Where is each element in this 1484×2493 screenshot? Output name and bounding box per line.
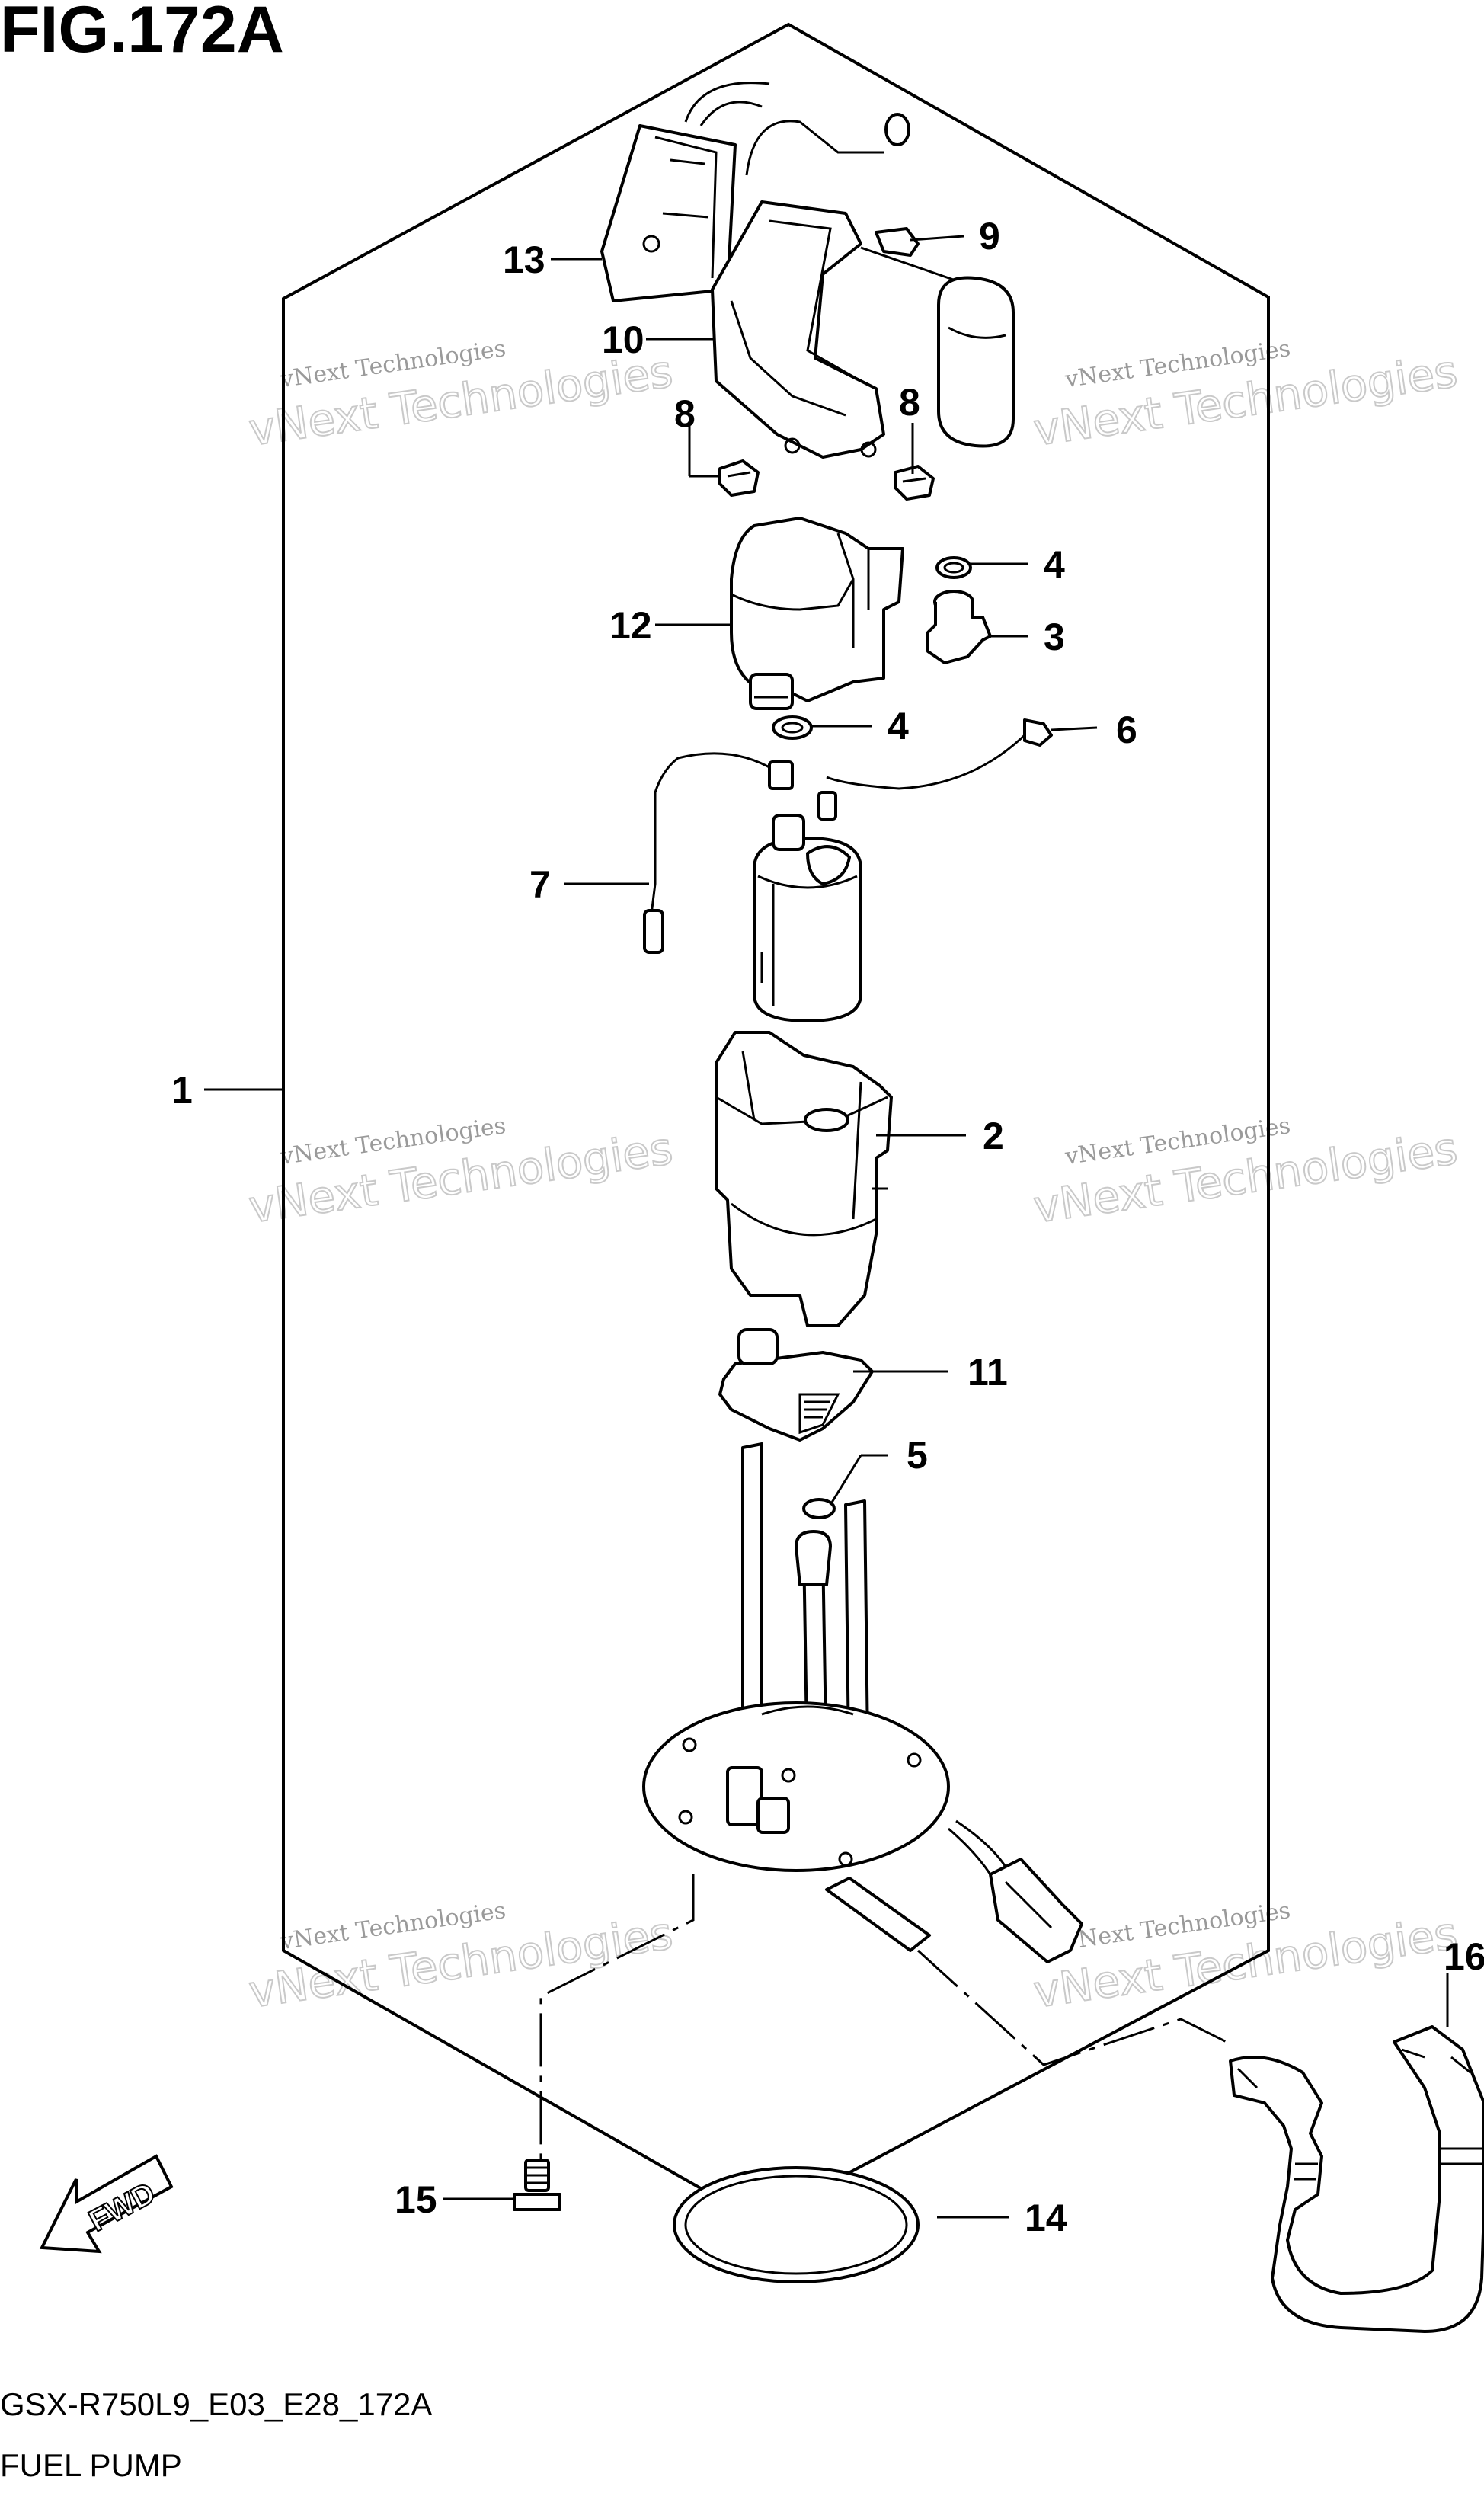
guide-line-left	[539, 1874, 695, 2187]
fuel-hose-16	[1229, 2025, 1484, 2333]
watermark-top-right: vNext Technologies vNext Technologies	[1030, 335, 1461, 456]
o-ring-4-upper-inner	[943, 562, 964, 574]
bolt-8-left	[718, 459, 760, 497]
wire-7	[650, 752, 785, 915]
bolt-15	[513, 2159, 561, 2211]
wire-6-terminal	[1023, 718, 1053, 747]
o-ring-5	[802, 1498, 836, 1519]
section-name: FUEL PUMP	[0, 2447, 182, 2483]
guide-line-right	[916, 1949, 1227, 2066]
callout-9: 9	[979, 215, 1000, 258]
fwd-arrow-icon	[39, 2154, 174, 2254]
float-cylinder	[937, 276, 1015, 448]
harness-wire	[948, 1819, 1007, 1875]
gasket-14	[673, 2166, 920, 2283]
sensor-3	[926, 590, 992, 664]
wire-terminal	[884, 113, 910, 146]
pump-cover-12	[730, 517, 904, 710]
watermark-bottom-right: vNext Technologies vNext Technologies	[1030, 1897, 1461, 2018]
fwd-direction-marker: FWD	[39, 2154, 174, 2254]
callout-10: 10	[602, 318, 644, 361]
callout-1: 1	[171, 1069, 193, 1112]
callout-8-left: 8	[674, 392, 696, 435]
outlet-tube	[825, 1877, 931, 1952]
callout-11: 11	[967, 1351, 1008, 1394]
filter-11	[718, 1328, 874, 1442]
callout-13: 13	[503, 238, 545, 281]
wire-6	[826, 730, 1030, 790]
callout-16: 16	[1444, 1935, 1484, 1978]
o-ring-4-lower	[772, 715, 813, 740]
terminal-wire	[745, 120, 884, 176]
pump-base-plate	[642, 1701, 950, 1872]
callout-14: 14	[1025, 2197, 1067, 2239]
pump-holder-2	[715, 1031, 893, 1327]
callout-4-upper: 4	[1044, 543, 1065, 586]
bracket-arm-10	[711, 200, 961, 459]
connector-bracket-13	[600, 82, 770, 302]
callout-3: 3	[1044, 616, 1065, 658]
watermark-mid-left: vNext Technologies vNext Technologies	[245, 1112, 676, 1234]
callout-2: 2	[983, 1115, 1004, 1157]
o-ring-4-lower-inner	[781, 722, 804, 734]
gasket-14-inner	[684, 2175, 908, 2275]
bolt-8-right	[894, 465, 935, 501]
figure-title: FIG.172A	[0, 0, 284, 66]
watermark-bottom-left: vNext Technologies vNext Technologies	[245, 1897, 676, 2018]
callout-6: 6	[1116, 709, 1137, 751]
clip-9	[875, 227, 920, 257]
wire-7-terminal	[643, 909, 664, 954]
callout-15: 15	[395, 2178, 437, 2221]
callout-4-lower: 4	[888, 705, 909, 747]
watermark-mid-right: vNext Technologies vNext Technologies	[1030, 1112, 1461, 1234]
model-code: GSX-R750L9_E03_E28_172A	[0, 2386, 432, 2422]
fuel-pump-motor	[753, 760, 862, 1022]
harness-connector	[989, 1858, 1083, 1963]
callout-7: 7	[529, 863, 551, 906]
leader-lines	[204, 235, 1449, 2219]
callout-8-right: 8	[899, 381, 920, 424]
callout-5: 5	[907, 1434, 928, 1477]
o-ring-4-upper	[935, 556, 972, 579]
callout-12: 12	[609, 604, 652, 647]
